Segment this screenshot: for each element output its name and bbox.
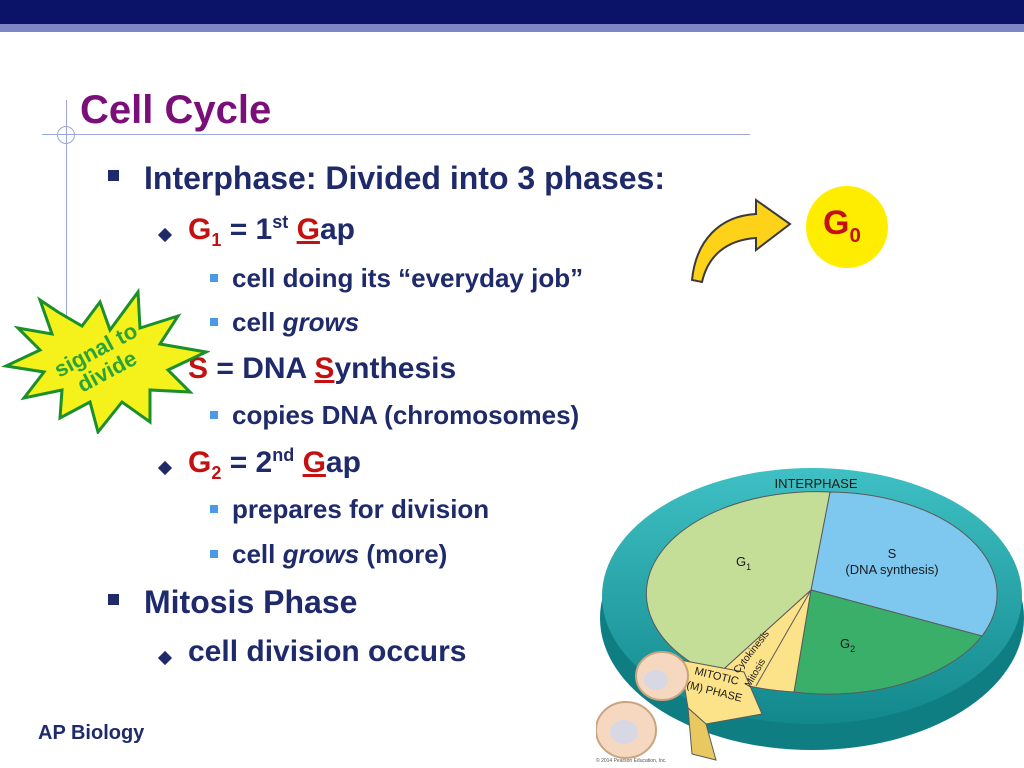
g2-item-grows-more: cell grows (more) <box>232 539 448 569</box>
bullet-small <box>210 318 218 326</box>
g2-phase-slice <box>793 589 983 695</box>
interphase-label: INTERPHASE <box>774 476 857 491</box>
bullet-small <box>210 411 218 419</box>
top-banner <box>0 0 1024 24</box>
bullet-small <box>210 550 218 558</box>
interphase-heading: Interphase: Divided into 3 phases: <box>144 160 665 196</box>
g2-label: G2 <box>840 636 855 654</box>
g1-line: G1 = 1st Gap <box>188 212 355 250</box>
bullet-square <box>108 594 119 605</box>
g2-item-prepares: prepares for division <box>232 494 490 524</box>
g0-label: G0 <box>823 204 861 247</box>
s-label: S <box>888 546 897 561</box>
footer-label: AP Biology <box>38 722 145 744</box>
s-phase-slice <box>810 491 998 637</box>
title-rule <box>42 134 750 135</box>
mitosis-item: cell division occurs <box>188 635 467 668</box>
g1-item-everyday-job: cell doing its “everyday job” <box>232 263 584 293</box>
s-line: S = DNA Synthesis <box>188 352 457 385</box>
g1-item-grows: cell grows <box>232 307 360 337</box>
bullet-diamond <box>157 227 173 243</box>
mitotic-arrow <box>679 659 763 725</box>
bullet-diamond <box>157 650 173 666</box>
phase-pie <box>645 491 998 695</box>
bullet-small <box>210 274 218 282</box>
g2-line: G2 = 2nd Gap <box>188 445 361 483</box>
signal-starburst: signal to divide <box>0 287 210 434</box>
bullet-small <box>210 505 218 513</box>
g0-badge <box>806 186 888 268</box>
s-sublabel: (DNA synthesis) <box>845 562 938 577</box>
nucleus-bottom <box>610 720 638 744</box>
bullet-diamond <box>157 460 173 476</box>
mitotic-arrow-side <box>687 706 717 761</box>
g1-label: G1 <box>736 554 751 572</box>
s-item-copies-dna: copies DNA (chromosomes) <box>232 400 580 430</box>
crosshair-ornament <box>57 126 75 144</box>
curved-arrow-icon <box>690 198 792 284</box>
bullet-square <box>108 170 119 181</box>
top-banner-stripe <box>0 24 1024 32</box>
copyright-notice: © 2014 Pearson Education, Inc. <box>596 758 667 764</box>
cell-cycle-diagram: INTERPHASE G1 S (DNA synthesis) G2 Cytok… <box>596 468 1024 761</box>
mitosis-heading: Mitosis Phase <box>144 584 358 620</box>
slide-title: Cell Cycle <box>80 88 272 132</box>
vertical-rule <box>66 100 67 330</box>
g1-phase-slice <box>645 491 831 677</box>
nucleus-top <box>644 670 668 690</box>
